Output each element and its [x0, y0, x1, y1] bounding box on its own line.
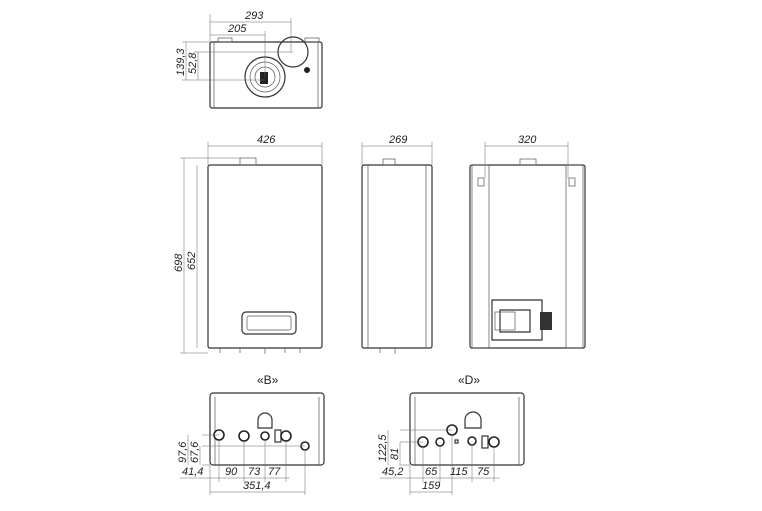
dim-81: 81	[389, 448, 401, 460]
dim-75: 75	[477, 466, 490, 478]
back-view: 320	[469, 134, 586, 349]
dim-426: 426	[257, 134, 276, 146]
view-b: «B» 97,6 67,6 41,4 90 73 77 351,4	[177, 373, 325, 495]
dim-65: 65	[425, 466, 438, 478]
dim-351-4: 351,4	[243, 480, 271, 492]
dim-698: 698	[173, 253, 185, 272]
display-window	[241, 311, 297, 335]
dim-52-8: 52,8	[187, 52, 199, 74]
dim-97-6: 97,6	[177, 441, 189, 463]
view-b-title: «B»	[257, 373, 279, 387]
dim-90: 90	[225, 466, 238, 478]
dim-122-5: 122,5	[377, 434, 389, 462]
view-d-title: «D»	[458, 373, 480, 387]
dim-320: 320	[518, 134, 537, 146]
dim-73: 73	[248, 466, 261, 478]
dim-41-4: 41,4	[182, 466, 203, 478]
dim-139-3: 139,3	[175, 48, 187, 76]
dim-269: 269	[388, 134, 407, 146]
dim-205: 205	[227, 23, 247, 35]
side-view: 269	[361, 134, 433, 354]
view-d: «D» 122,5 81 45,2 65 115 75 159	[377, 373, 525, 495]
dim-293: 293	[244, 10, 264, 22]
dim-115: 115	[450, 466, 468, 478]
dim-67-6: 67,6	[189, 441, 201, 463]
dim-77: 77	[268, 466, 281, 478]
top-view: 293 205 139,3 52,8	[175, 10, 323, 109]
dim-652: 652	[186, 252, 198, 270]
dim-159: 159	[422, 480, 440, 492]
dim-45-2: 45,2	[382, 466, 403, 478]
front-view: 426 698 652	[173, 134, 323, 354]
